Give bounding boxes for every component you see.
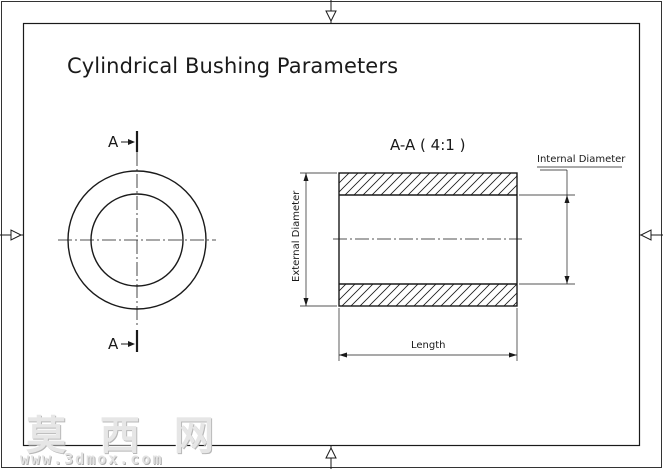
end-view [58,131,216,352]
center-mark-bottom-icon [325,446,337,459]
internal-diameter-dimension [519,166,622,285]
center-mark-left-icon [10,229,23,241]
center-mark-top-icon [325,10,337,23]
section-view [300,166,622,361]
cut-label-top: A [108,133,119,151]
section-label: A-A ( 4:1 ) [390,136,466,154]
cut-arrow-top-icon [128,139,135,145]
center-mark-right-icon [639,229,652,241]
wall-bottom-hatch [339,284,517,306]
external-diameter-dimension [300,172,337,307]
length-label: Length [411,340,446,351]
wall-top-hatch [339,173,517,195]
external-diameter-label: External Diameter [291,190,302,282]
cut-label-bottom: A [108,335,119,353]
drawing-frame [22,22,641,447]
watermark-brand: 莫 西 网 [26,412,224,459]
drawing-title: Cylindrical Bushing Parameters [67,54,399,78]
internal-diameter-label: Internal Diameter [537,154,626,165]
cut-arrow-bottom-icon [128,341,135,347]
bushing-outline [338,172,518,307]
length-dimension [338,308,518,361]
watermark-url: www.3dmox.com [20,450,164,468]
